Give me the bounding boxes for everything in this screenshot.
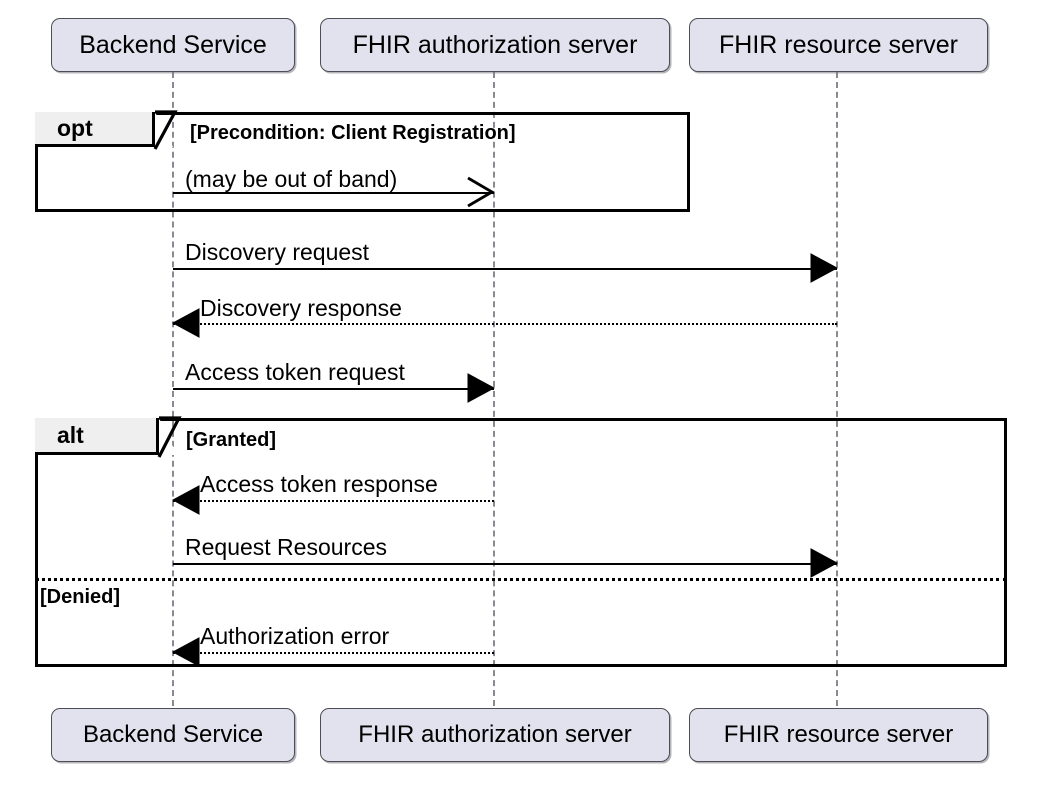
message-arrowhead-discovery-response [171, 308, 200, 338]
participant-resource-bottom-label: FHIR resource server [723, 721, 954, 748]
participant-resource-bottom[interactable]: FHIR resource server [689, 708, 988, 762]
fragment-alt-operator-label: alt [35, 418, 159, 455]
fragment-opt-operator-text: opt [57, 114, 93, 141]
fragment-alt-guard-granted: [Granted] [186, 429, 276, 451]
message-arrowhead-authorization-error [171, 637, 200, 667]
message-arrowhead-may-be-out-of-band [467, 176, 495, 208]
participant-resource-top[interactable]: FHIR resource server [689, 18, 988, 72]
participant-auth-top[interactable]: FHIR authorization server [320, 18, 670, 72]
message-line-access-token-response [173, 500, 494, 502]
lifeline-resource [836, 72, 838, 706]
message-line-discovery-response [173, 323, 837, 325]
message-label-access-token-request: Access token request [185, 359, 405, 385]
fragment-alt-guard-denied: [Denied] [40, 586, 120, 608]
fragment-alt-notch-edge [157, 416, 182, 458]
participant-auth-bottom-label: FHIR authorization server [358, 721, 632, 748]
lifeline-auth [493, 72, 495, 706]
message-arrowhead-access-token-request [467, 373, 496, 403]
message-line-discovery-request [173, 268, 837, 270]
fragment-opt-guard: [Precondition: Client Registration] [190, 122, 516, 144]
message-line-may-be-out-of-band [173, 192, 494, 194]
participant-resource-top-label: FHIR resource server [719, 30, 958, 59]
participant-auth-top-label: FHIR authorization server [352, 30, 638, 59]
message-line-request-resources [173, 563, 837, 565]
fragment-opt-notch-edge [153, 110, 178, 150]
message-label-authorization-error: Authorization error [200, 623, 390, 649]
message-label-access-token-response: Access token response [200, 471, 438, 497]
participant-backend-bottom-label: Backend Service [82, 721, 264, 748]
participant-auth-bottom[interactable]: FHIR authorization server [320, 708, 670, 762]
message-arrowhead-access-token-response [171, 485, 200, 515]
participant-backend-top-label: Backend Service [79, 30, 267, 59]
fragment-opt-operator-label: opt [35, 112, 155, 147]
message-label-request-resources: Request Resources [185, 534, 387, 560]
message-line-access-token-request [173, 388, 494, 390]
fragment-alt-operator-text: alt [57, 421, 84, 448]
message-label-discovery-response: Discovery response [200, 295, 402, 321]
participant-backend-bottom[interactable]: Backend Service [51, 708, 295, 762]
fragment-alt-divider [35, 578, 1007, 581]
message-label-discovery-request: Discovery request [185, 239, 370, 265]
message-label-may-be-out-of-band: (may be out of band) [185, 166, 398, 192]
message-arrowhead-request-resources [810, 548, 839, 578]
participant-backend-top[interactable]: Backend Service [51, 18, 295, 72]
message-arrowhead-discovery-request [810, 253, 839, 283]
message-line-authorization-error [173, 652, 494, 654]
